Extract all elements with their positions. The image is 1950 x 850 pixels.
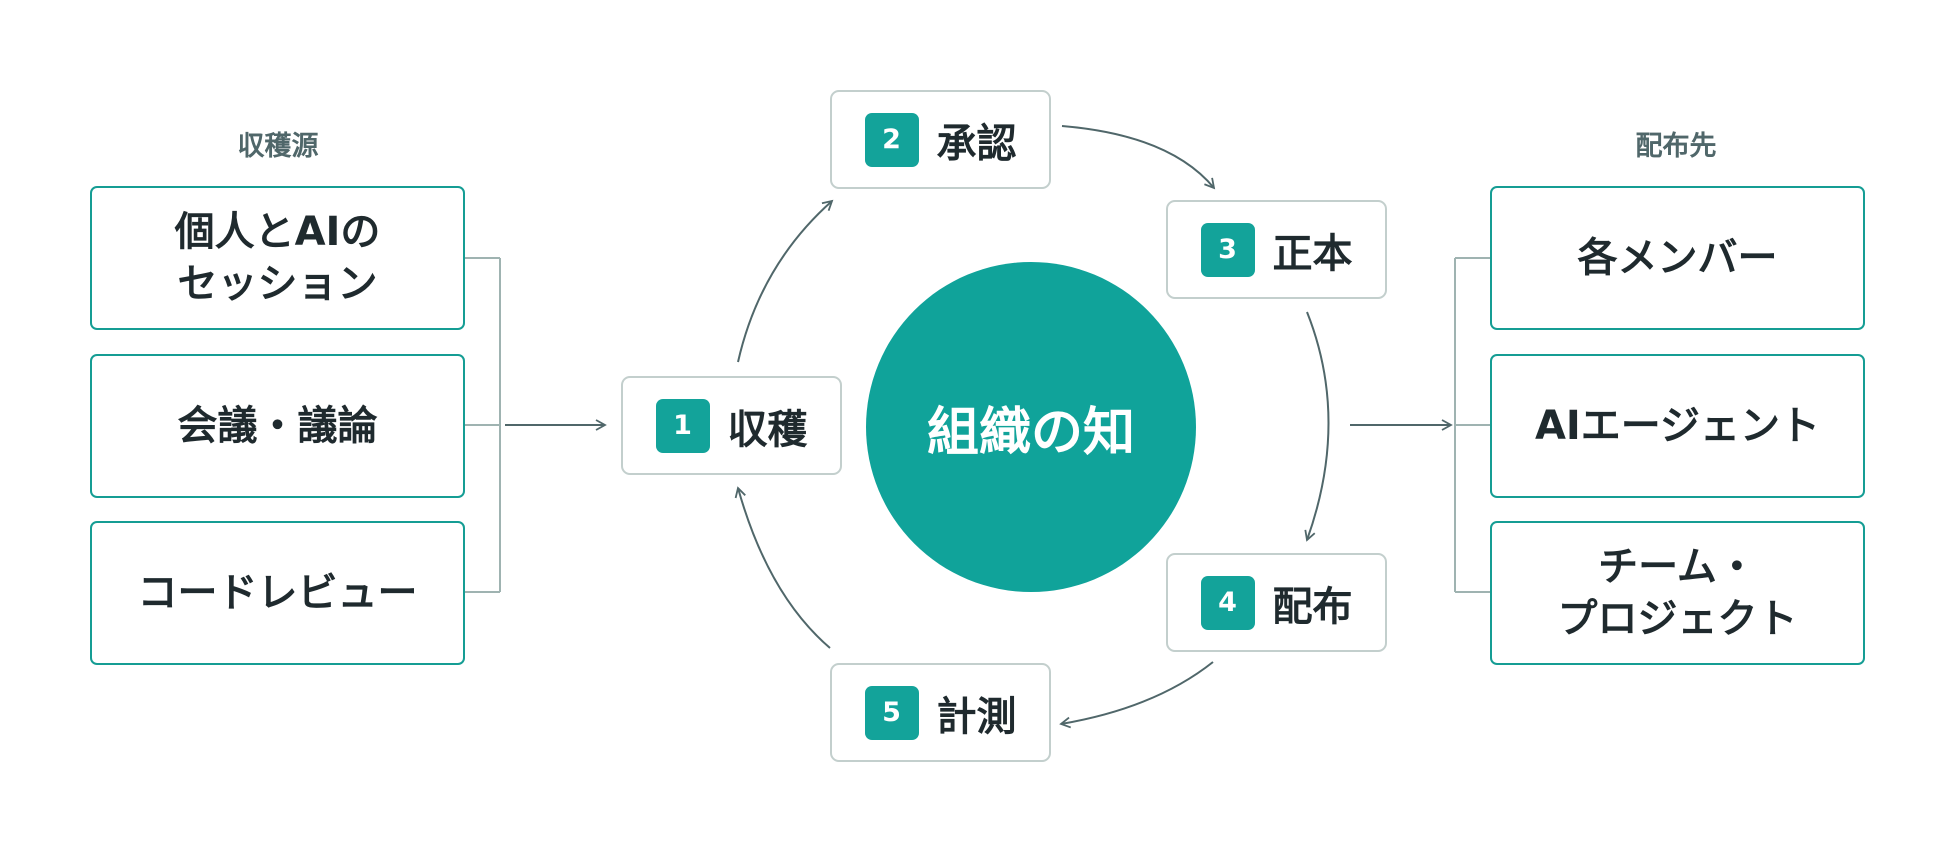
step-number-badge: 2 <box>864 112 919 167</box>
step-number-badge: 1 <box>655 398 710 453</box>
step-number-badge: 4 <box>1200 575 1255 630</box>
step-number-badge: 5 <box>864 685 919 740</box>
destinations-heading: 配布先 <box>1635 131 1717 162</box>
step-label: 配布 <box>1272 583 1353 630</box>
step-label: 正本 <box>1272 230 1353 277</box>
source-item-meetings: 会議・議論 <box>90 354 465 498</box>
center-label: 組織の知 <box>926 402 1135 463</box>
step-label: 収穫 <box>727 406 808 453</box>
destination-item-teams-projects: チーム・ プロジェクト <box>1490 521 1865 665</box>
center-circle: 組織の知 <box>866 262 1196 592</box>
step-number-badge: 3 <box>1200 222 1255 277</box>
step-label: 承認 <box>936 120 1017 167</box>
step-canonical: 3 正本 <box>1166 200 1387 299</box>
step-approve: 2 承認 <box>830 90 1051 189</box>
source-item-sessions: 個人とAIの セッション <box>90 186 465 330</box>
step-label: 計測 <box>936 693 1017 740</box>
step-measure: 5 計測 <box>830 663 1051 762</box>
arrow-4-to-5 <box>1059 661 1214 729</box>
step-harvest: 1 収穫 <box>621 376 842 475</box>
arrow-2-to-3 <box>1061 125 1216 190</box>
destination-item-ai-agents: AIエージェント <box>1490 354 1865 498</box>
arrow-1-to-2 <box>737 199 834 363</box>
arrow-3-to-4 <box>1304 311 1330 542</box>
step-distribute: 4 配布 <box>1166 553 1387 652</box>
sources-heading: 収穫源 <box>237 131 319 162</box>
arrow-5-to-1 <box>734 486 831 649</box>
source-item-code-review: コードレビュー <box>90 521 465 665</box>
destination-item-members: 各メンバー <box>1490 186 1865 330</box>
